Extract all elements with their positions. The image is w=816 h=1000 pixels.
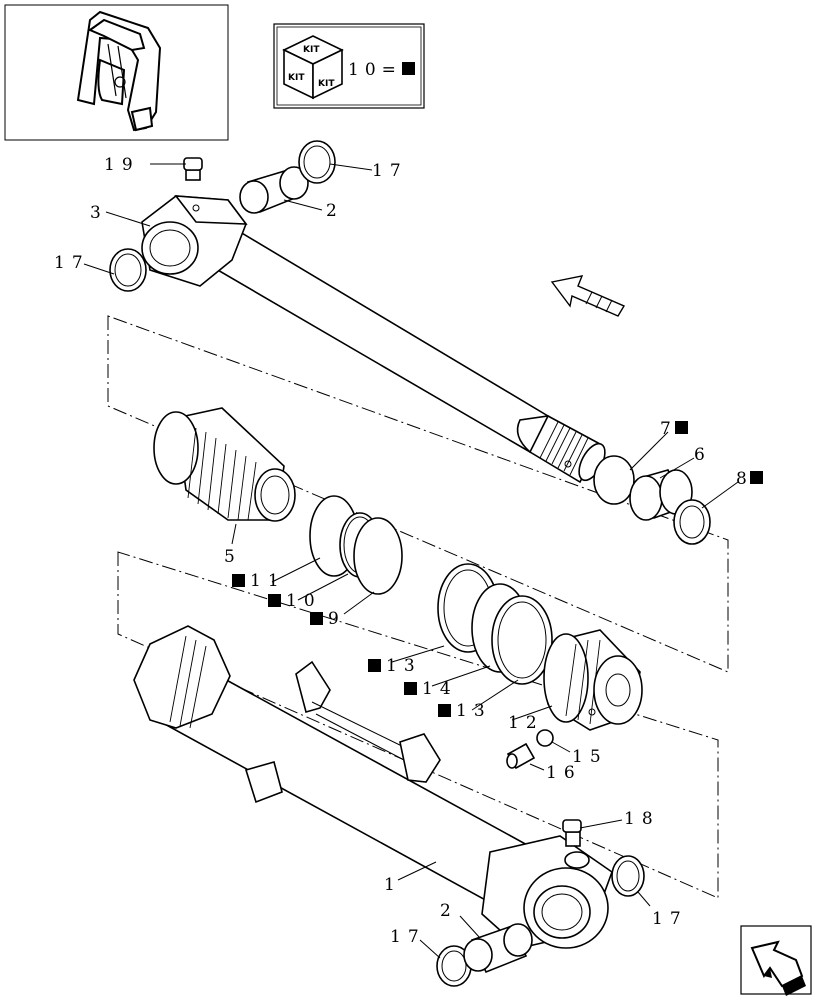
seal-7[interactable]	[593, 455, 635, 505]
callout-9[interactable]: 9	[328, 609, 346, 629]
callout-19[interactable]: 19	[104, 155, 140, 175]
callout-8[interactable]: 8	[736, 469, 754, 489]
callout-13-a[interactable]: 13	[386, 656, 422, 676]
direction-arrow-icon	[550, 275, 626, 317]
plug-16[interactable]	[506, 742, 536, 770]
gland-5[interactable]	[153, 407, 296, 522]
callout-17-bottom-left[interactable]: 17	[390, 927, 426, 947]
callout-2-bottom[interactable]: 2	[440, 901, 458, 921]
upper-assembly-frame	[107, 315, 729, 673]
kit-cube-icon: KIT KIT KIT	[282, 35, 344, 100]
callout-17-bottom-right[interactable]: 17	[652, 909, 688, 929]
callout-15[interactable]: 15	[572, 747, 608, 767]
kit-left-text: KIT	[288, 73, 305, 83]
callout-5[interactable]: 5	[224, 547, 242, 567]
callout-16[interactable]: 16	[546, 763, 582, 783]
grease-nipple-19[interactable]	[183, 157, 203, 181]
callout-11[interactable]: 11	[250, 571, 286, 591]
seal-ring-17-top-left[interactable]	[109, 248, 147, 292]
seal-9[interactable]	[353, 517, 403, 595]
callout-3[interactable]: 3	[90, 203, 108, 223]
callout-18[interactable]: 18	[624, 809, 660, 829]
return-arrow-icon	[750, 940, 806, 996]
callout-8-marker	[750, 471, 763, 484]
kit-box[interactable]: KIT KIT KIT 10=0	[273, 23, 425, 109]
callout-1[interactable]: 1	[384, 875, 402, 895]
piston-12[interactable]	[543, 629, 643, 731]
bushing-bottom[interactable]	[463, 923, 533, 974]
kit-right-text: KIT	[318, 79, 335, 89]
rod-eye-head[interactable]	[141, 195, 248, 287]
callout-12[interactable]: 12	[508, 713, 544, 733]
callout-6[interactable]: 6	[694, 445, 712, 465]
seal-ring-17-top-right[interactable]	[298, 140, 336, 184]
kit-marker-square	[402, 62, 415, 75]
callout-10-marker	[268, 594, 281, 607]
cylinder-tube-1[interactable]	[133, 625, 613, 949]
callout-labels: 19 17 3 2 17 7 6 8 5 11 10 9 13 14 13 12…	[54, 155, 763, 947]
piston-seal-13-b[interactable]	[491, 595, 553, 685]
callout-11-marker	[232, 574, 245, 587]
callout-2-top[interactable]: 2	[326, 201, 344, 221]
machine-thumbnail[interactable]	[4, 4, 229, 141]
piston-rod[interactable]	[202, 224, 610, 484]
callout-14[interactable]: 14	[422, 679, 458, 699]
ball-15[interactable]	[536, 729, 554, 747]
kit-top-text: KIT	[303, 45, 320, 55]
callout-17-top-left[interactable]: 17	[54, 253, 90, 273]
callout-9-marker	[310, 612, 323, 625]
return-arrow-button[interactable]	[740, 925, 812, 996]
bushing-top[interactable]	[239, 166, 309, 214]
callout-10[interactable]: 10	[286, 591, 322, 611]
kit-number: 10=0	[348, 60, 419, 80]
leader-lines	[83, 163, 739, 959]
callout-7-marker	[675, 421, 688, 434]
callout-14-marker	[404, 682, 417, 695]
grease-nipple-18[interactable]	[562, 819, 582, 847]
callout-13-b[interactable]: 13	[456, 701, 492, 721]
callout-13a-marker	[368, 659, 381, 672]
callout-13b-marker	[438, 704, 451, 717]
callout-17-top-right[interactable]: 17	[372, 161, 408, 181]
callout-7[interactable]: 7	[660, 419, 678, 439]
